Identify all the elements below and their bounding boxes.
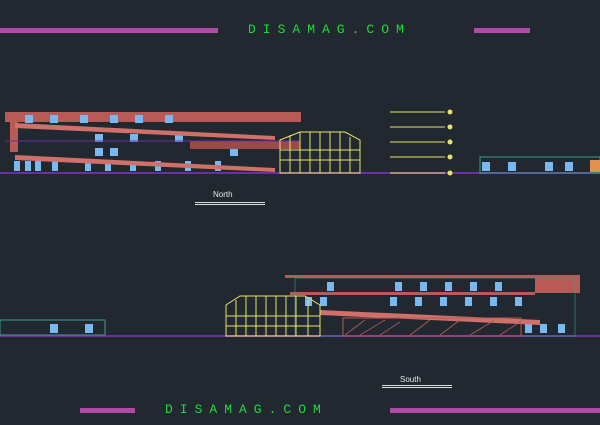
south-elevation <box>0 275 600 337</box>
south-title-underline <box>382 385 452 388</box>
north-title-underline <box>195 202 265 205</box>
south-elevation-title: South <box>400 375 421 384</box>
north-elevation-title: North <box>213 190 233 199</box>
watermark-bar-left-bottom <box>80 408 135 413</box>
watermark-top: DISAMAG.COM <box>248 22 411 37</box>
north-elevation <box>0 109 600 176</box>
watermark-bar-right-top <box>474 28 530 33</box>
watermark-bar-right-bottom <box>390 408 600 413</box>
watermark-bottom: DISAMAG.COM <box>165 402 328 417</box>
level-markers <box>390 109 453 176</box>
watermark-bar-left-top <box>0 28 218 33</box>
